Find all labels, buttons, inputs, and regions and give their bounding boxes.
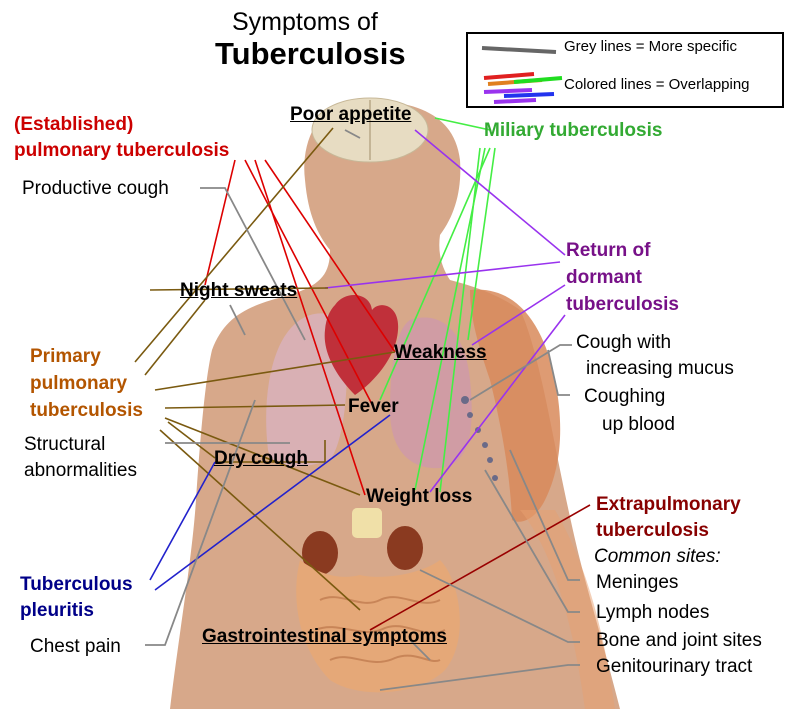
miliary-tb-lines (379, 117, 496, 493)
symptom-weakness: Weakness (394, 342, 487, 363)
right-kidney (387, 526, 423, 570)
site-meninges: Meninges (596, 572, 679, 593)
pleuritis-lines (149, 414, 391, 591)
title-line1: Symptoms of (232, 8, 378, 36)
symptom-cough-blood-1: Coughing (584, 386, 666, 407)
symptom-cough-mucus-1: Cough with (576, 332, 672, 353)
dormant-tb-lines (324, 129, 566, 493)
extrapulmonary-line (369, 504, 591, 631)
symptom-gastrointestinal: Gastrointestinal symptoms (202, 626, 447, 647)
left-kidney (302, 531, 338, 575)
established-tb-label-1: (Established) (14, 114, 134, 135)
pleuritis-label-2: pleuritis (20, 600, 94, 621)
site-genitourinary: Genitourinary tract (596, 656, 753, 677)
legend-grey-text: Grey lines = More specific (564, 38, 737, 55)
site-lymph-nodes: Lymph nodes (596, 602, 710, 623)
primary-tb-label-2: pulmonary (30, 373, 128, 394)
pleuritis-label-1: Tuberculous (20, 574, 133, 595)
legend-swatches (481, 46, 563, 104)
primary-tb-label-3: tuberculosis (30, 400, 143, 421)
title-line2: Tuberculosis (215, 36, 406, 71)
symptom-weight-loss: Weight loss (366, 486, 473, 507)
symptom-structural-1: Structural (24, 434, 106, 455)
symptom-fever: Fever (348, 396, 399, 417)
extrapulmonary-label-1: Extrapulmonary (596, 494, 741, 515)
symptom-chest-pain: Chest pain (30, 636, 121, 657)
symptom-cough-blood-2: up blood (602, 414, 675, 435)
dormant-tb-label-2: dormant (566, 267, 642, 288)
specific-lines (145, 129, 580, 691)
symptom-productive-cough: Productive cough (22, 178, 169, 199)
left-lung (266, 313, 347, 467)
common-sites-label: Common sites: (594, 546, 721, 567)
site-bone-joint: Bone and joint sites (596, 630, 762, 651)
symptom-cough-mucus-2: increasing mucus (586, 358, 734, 379)
symptom-poor-appetite: Poor appetite (290, 104, 412, 125)
right-arm-muscles (470, 289, 561, 522)
dormant-tb-label-3: tuberculosis (566, 294, 679, 315)
spine (352, 508, 382, 538)
extrapulmonary-label-2: tuberculosis (596, 520, 709, 541)
primary-tb-lines (134, 127, 396, 611)
established-tb-lines (204, 159, 396, 496)
legend-box: Grey lines = More specific Colored lines… (466, 32, 784, 108)
dormant-tb-label-1: Return of (566, 240, 651, 261)
miliary-tb-label: Miliary tuberculosis (484, 120, 663, 141)
primary-tb-label-1: Primary (30, 346, 101, 367)
symptom-dry-cough: Dry cough (214, 448, 308, 469)
established-tb-label-2: pulmonary tuberculosis (14, 140, 230, 161)
symptom-structural-2: abnormalities (24, 460, 137, 481)
right-lung (390, 317, 472, 469)
heart (324, 294, 399, 395)
legend-colored-text: Colored lines = Overlapping (564, 76, 750, 93)
symptom-night-sweats: Night sweats (180, 280, 298, 301)
